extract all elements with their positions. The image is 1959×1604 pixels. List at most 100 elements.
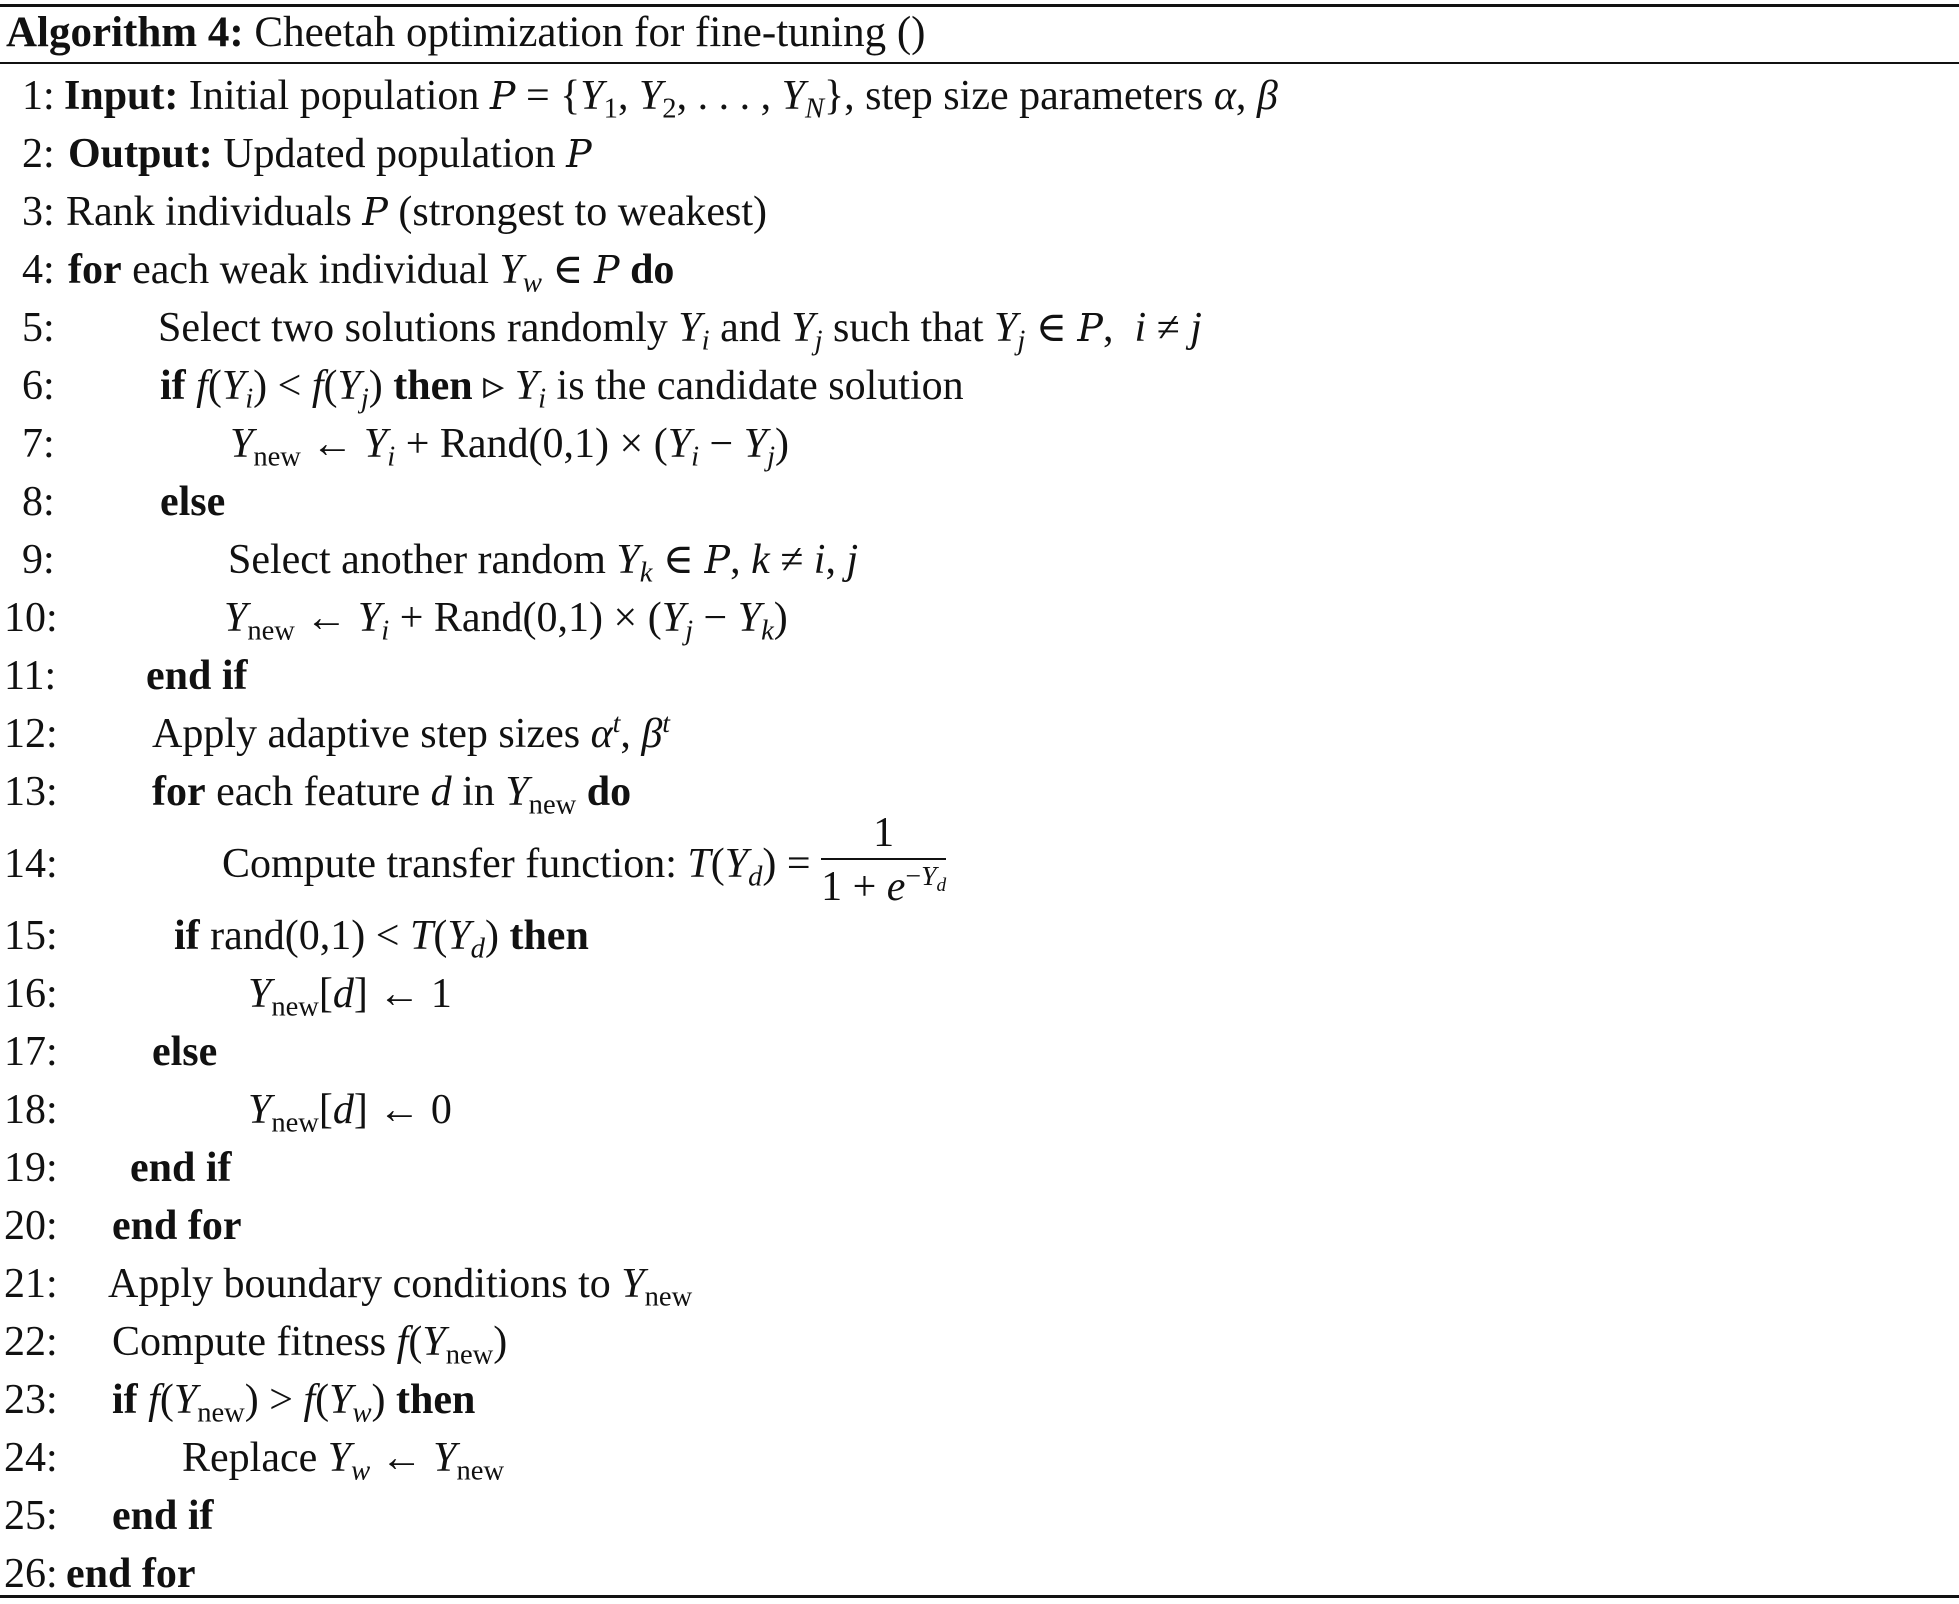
line-code: if rand(0,1) < T(Yd) then [174,913,589,965]
line-number: 1: [22,73,55,119]
line-number: 9: [22,537,55,583]
text: Apply adaptive step sizes [152,711,581,757]
line-code: Ynew ← Yi + Rand(0,1) × (Yj − Yk) [224,595,788,647]
text: Rand(0,1) [439,421,610,467]
line-code: Compute fitness f(Ynew) [112,1319,508,1371]
text: each feature [216,769,421,815]
keyword: Output: [68,131,213,177]
keyword: for [68,247,122,293]
line-number: 23: [4,1377,58,1423]
keyword: then [393,363,473,409]
line-number: 5: [22,305,55,351]
top-rule [0,4,1959,7]
text: 0 [430,1087,452,1133]
line-code: if f(Yi) < f(Yj) then ▹ Yi is the candid… [160,363,964,415]
line-code: Ynew[d] ← 1 [248,971,452,1023]
text: rand(0,1) [210,913,366,959]
line-code: Input: Initial population P = {Y1, Y2, .… [64,73,1278,125]
text: 1 [430,971,452,1017]
text: such that [833,305,984,351]
text: Apply boundary conditions to [108,1261,611,1307]
keyword: end for [112,1203,242,1249]
line-code: for each feature d in Ynew do [152,769,632,821]
line-number: 3: [22,189,55,235]
line-code: end for [66,1545,196,1603]
line-code: Select another random Yk ∈ P, k ≠ i, j [228,537,859,589]
line-number: 17: [4,1029,58,1075]
keyword: then [396,1377,476,1423]
line-number: 7: [22,421,55,467]
line-code: end if [130,1139,232,1197]
line-code: if f(Ynew) > f(Yw) then [112,1377,476,1429]
text: Select another random [228,537,606,583]
keyword: end if [130,1145,232,1191]
keyword: end if [112,1493,214,1539]
caption-label: Algorithm 4: [6,9,244,56]
line-number: 18: [4,1087,58,1133]
line-code: Ynew ← Yi + Rand(0,1) × (Yi − Yj) [230,421,790,473]
line-code: Apply boundary conditions to Ynew [108,1261,693,1313]
line-number: 15: [4,913,58,959]
text: and [720,305,781,351]
text: Rank individuals [66,189,352,235]
text: is the candidate solution [556,363,964,409]
line-number: 2: [22,131,55,177]
caption-title: Cheetah optimization for fine-tuning () [254,9,926,56]
keyword: if [174,913,200,959]
line-number: 19: [4,1145,58,1191]
text: Replace [182,1435,318,1481]
keyword: if [112,1377,138,1423]
keyword: else [160,479,226,525]
keyword: Input: [64,73,179,119]
line-code: Output: Updated population P [68,131,592,177]
line-code: end for [112,1197,242,1255]
line-code: else [152,1023,217,1081]
line-number: 11: [4,653,57,699]
line-code: Select two solutions randomly Yi and Yj … [158,305,1202,357]
line-number: 4: [22,247,55,293]
line-code: for each weak individual Yw ∈ P do [68,247,675,299]
text: Select two solutions randomly [158,305,668,351]
line-number: 24: [4,1435,58,1481]
line-number: 6: [22,363,55,409]
keyword: if [160,363,186,409]
text: each weak individual [132,247,489,293]
text: (strongest to weakest) [398,189,767,235]
caption-rule [0,62,1959,64]
line-number: 14: [4,841,58,887]
line-code: else [160,473,225,531]
line-number: 22: [4,1319,58,1365]
line-number: 20: [4,1203,58,1249]
line-code: end if [146,647,248,705]
line-number: 13: [4,769,58,815]
text: = { [525,73,581,119]
keyword: end if [146,653,248,699]
line-code: end if [112,1487,214,1545]
line-number: 8: [22,479,55,525]
line-number: 16: [4,971,58,1017]
line-code: Replace Yw ← Ynew [182,1435,505,1487]
text: Compute fitness [112,1319,387,1365]
line-number: 26: [4,1551,58,1597]
line-number: 25: [4,1493,58,1539]
keyword: then [509,913,589,959]
line-number: 12: [4,711,58,757]
text: Rand(0,1) [433,595,604,641]
line-number: 10: [4,595,58,641]
keyword: else [152,1029,218,1075]
line-code: Rank individuals P (strongest to weakest… [66,189,767,235]
text: Initial population [188,73,480,119]
text: }, step size parameters [823,73,1204,119]
keyword: do [586,769,632,815]
line-code: Ynew[d] ← 0 [248,1087,452,1139]
text: in [462,769,495,815]
bottom-rule [0,1595,1959,1598]
line-code: Apply adaptive step sizes αt, βt [152,706,670,757]
keyword: end for [66,1551,196,1597]
keyword: for [152,769,206,815]
line-number: 21: [4,1261,58,1307]
algorithm-caption: Algorithm 4: Cheetah optimization for fi… [6,6,925,60]
